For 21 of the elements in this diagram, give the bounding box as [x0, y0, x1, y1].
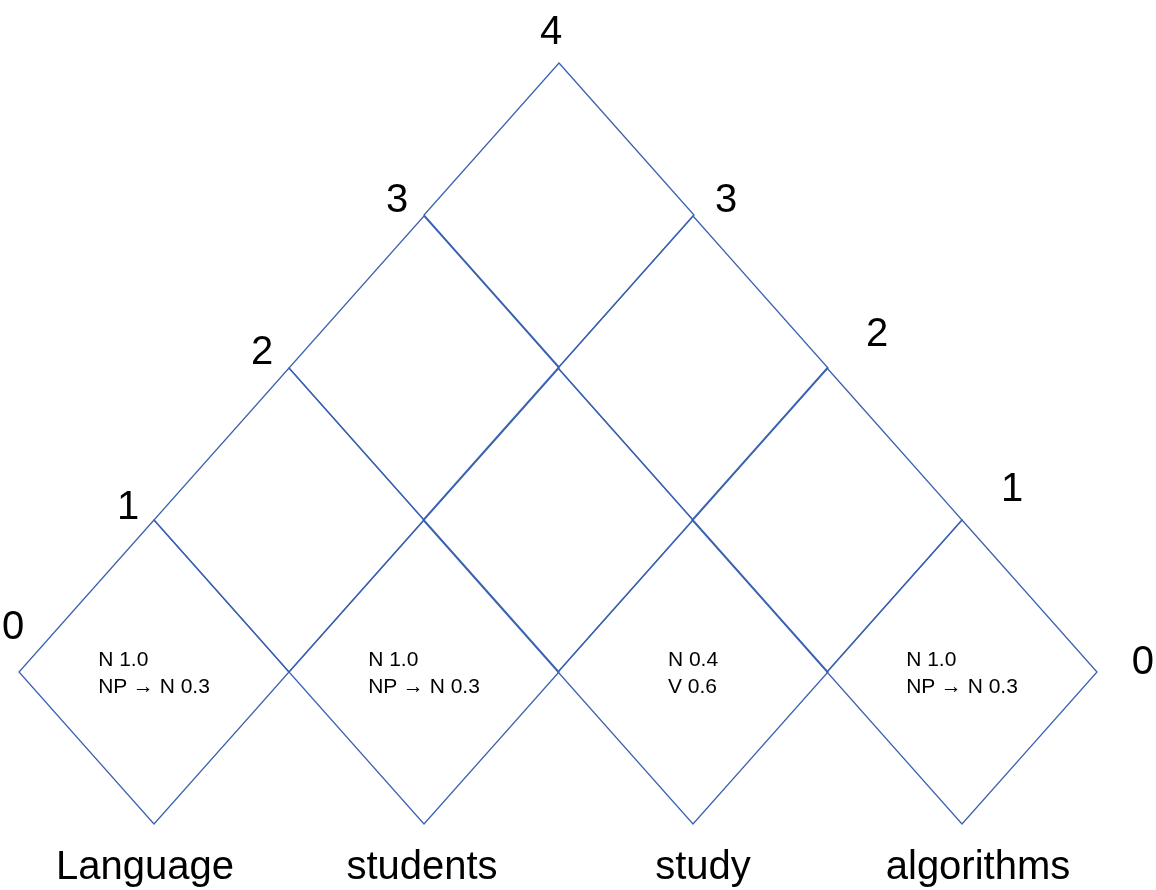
cell-entry: N 1.0 [98, 646, 149, 672]
span-index: 3 [714, 175, 738, 221]
cell-entry: V 0.6 [667, 673, 717, 699]
word-label: students [346, 842, 498, 888]
span-index: 3 [385, 175, 409, 221]
span-index: 4 [539, 7, 563, 53]
span-index: 2 [250, 327, 274, 373]
cell-entry: NP → N 0.3 [98, 673, 210, 699]
word-label: algorithms [885, 842, 1071, 888]
span-index: 0 [2, 602, 25, 648]
cell-entry: N 0.4 [667, 646, 719, 672]
word-label: Language [56, 842, 234, 888]
word-label: study [655, 842, 751, 888]
cell-entry: NP → N 0.3 [906, 673, 1018, 699]
cell-entry: NP → N 0.3 [368, 673, 480, 699]
span-index: 0 [1131, 637, 1154, 683]
cell-entry: N 1.0 [906, 646, 957, 672]
span-index: 1 [116, 482, 140, 528]
cell-entry: N 1.0 [368, 646, 419, 672]
span-index: 2 [865, 309, 889, 355]
span-index: 1 [1000, 464, 1024, 510]
